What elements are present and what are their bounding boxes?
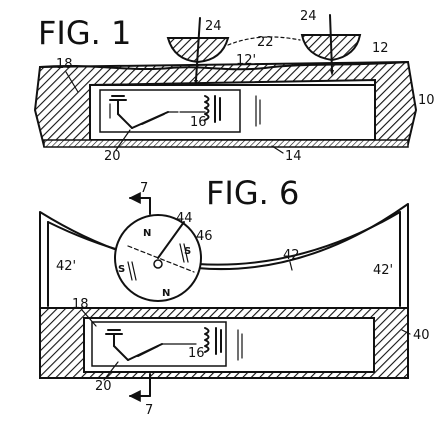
fig1-label-14: 14: [285, 149, 302, 164]
leader-18-fig6: [81, 309, 97, 327]
figure-1: FIG. 1: [33, 9, 435, 164]
fig6-label-42-right: 42': [373, 263, 393, 278]
fig6-label-7-top: 7: [140, 181, 148, 196]
fig6-label-42-left: 42': [56, 259, 76, 274]
switch-20-fig6: [105, 329, 197, 361]
fig1-label-20: 20: [104, 149, 121, 164]
fig6-label-20: 20: [95, 379, 112, 394]
pole-s-left: S: [118, 264, 125, 275]
base-14: [43, 139, 409, 148]
figure-6: FIG. 6 7 N S S N: [39, 174, 430, 418]
fig6-label-18: 18: [72, 297, 89, 312]
leader-40: [401, 329, 411, 335]
tray-42: [39, 203, 409, 309]
fig1-label-12b: 12: [372, 41, 389, 56]
fig6-label-44: 44: [176, 211, 193, 226]
magnet-right-22: [300, 14, 362, 76]
magnet-left-22: [166, 17, 230, 86]
tray-inner-42: [47, 211, 401, 266]
fig1-title: FIG. 1: [38, 14, 131, 52]
leader-14: [271, 145, 284, 154]
pole-n-bottom: N: [162, 288, 170, 299]
leader-42: [289, 261, 293, 271]
fig6-title: FIG. 6: [206, 174, 299, 212]
chamber-ticks: [109, 95, 261, 127]
fig1-label-24a: 24: [205, 19, 222, 34]
fig1-label-24b: 24: [300, 9, 317, 24]
fig6-label-16: 16: [188, 346, 205, 361]
fig6-label-42: 42: [283, 248, 300, 263]
leader-20-fig6: [103, 361, 119, 381]
leader-22: [227, 36, 301, 46]
fig6-label-40: 40: [413, 328, 430, 343]
coil-16: [179, 95, 221, 123]
switch-20: [109, 95, 179, 129]
fig6-label-46: 46: [196, 229, 213, 244]
coil-16-fig6: [204, 327, 222, 355]
fig1-label-18: 18: [56, 57, 73, 72]
pole-n-top: N: [143, 228, 151, 239]
leader-20: [115, 129, 131, 151]
fig1-label-16: 16: [190, 115, 207, 130]
fig1-label-12a: 12': [236, 53, 256, 68]
pole-s-right: S: [184, 246, 191, 257]
chamber-ticks-6: [237, 329, 243, 361]
leader-18: [65, 71, 79, 93]
fig1-label-22: 22: [257, 35, 274, 50]
fig1-label-10: 10: [418, 93, 435, 108]
fig6-label-7-bottom: 7: [145, 403, 153, 418]
magnet-disk-44: [114, 214, 202, 302]
